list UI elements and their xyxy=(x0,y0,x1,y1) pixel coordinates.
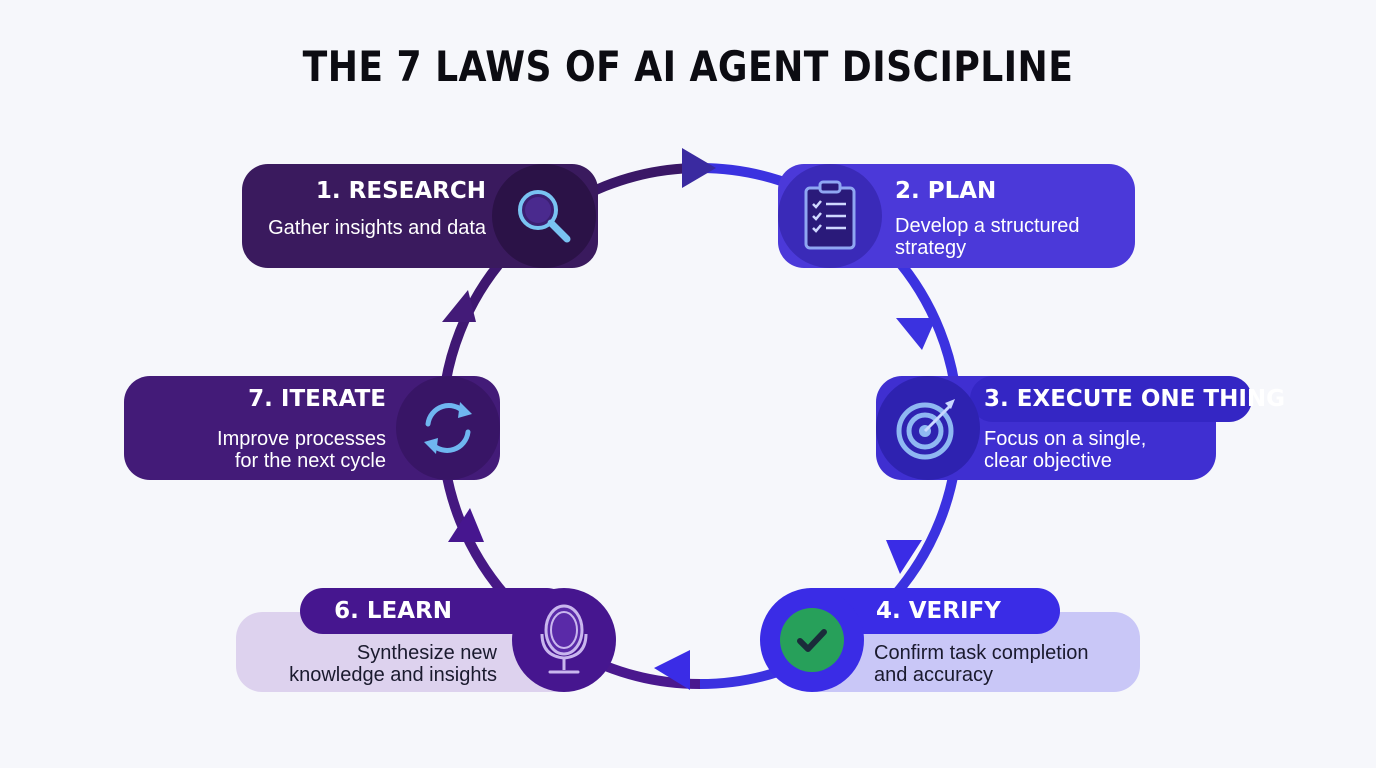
iterate-description-line-1: Improve processes xyxy=(217,428,386,450)
checkmark-icon xyxy=(780,608,844,672)
plan-description-line-1: Develop a structured xyxy=(895,215,1080,237)
mirror-icon xyxy=(512,588,616,692)
plan-heading: 2. PLAN xyxy=(895,178,997,204)
arrow-learn-iterate xyxy=(448,508,484,542)
execute-description-line-2: clear objective xyxy=(984,450,1112,472)
refresh-cycle-icon xyxy=(396,376,500,480)
arrow-execute-verify xyxy=(886,540,922,574)
execute-heading-pill xyxy=(970,376,1252,422)
iterate-description-line-2: for the next cycle xyxy=(234,450,386,472)
iterate-heading: 7. ITERATE xyxy=(248,386,386,412)
page-title: THE 7 LAWS OF AI AGENT DISCIPLINE xyxy=(302,42,1074,91)
plan-description-line-2: strategy xyxy=(895,237,967,259)
research-heading: 1. RESEARCH xyxy=(315,178,486,204)
verify-description-line-1: Confirm task completion xyxy=(874,642,1089,664)
research-description: Gather insights and data xyxy=(268,217,486,239)
arrow-plan-execute xyxy=(896,318,936,350)
learn-heading: 6. LEARN xyxy=(334,598,452,624)
magnifying-glass-icon xyxy=(492,164,596,268)
target-icon xyxy=(876,376,980,480)
verify-heading: 4. VERIFY xyxy=(876,598,1001,624)
arrow-iterate-research xyxy=(442,290,476,322)
arrow-research-plan xyxy=(682,148,716,188)
verify-icon-ring xyxy=(760,588,864,692)
verify-description-line-2: and accuracy xyxy=(874,664,993,686)
execute-heading: 3. EXECUTE ONE THING xyxy=(984,386,1286,412)
learn-description-line-1: Synthesize new xyxy=(356,642,497,664)
learn-description-line-2: knowledge and insights xyxy=(289,664,497,686)
arrow-verify-learn xyxy=(654,650,690,690)
execute-description-line-1: Focus on a single, xyxy=(984,428,1147,450)
clipboard-checklist-icon xyxy=(778,164,882,268)
